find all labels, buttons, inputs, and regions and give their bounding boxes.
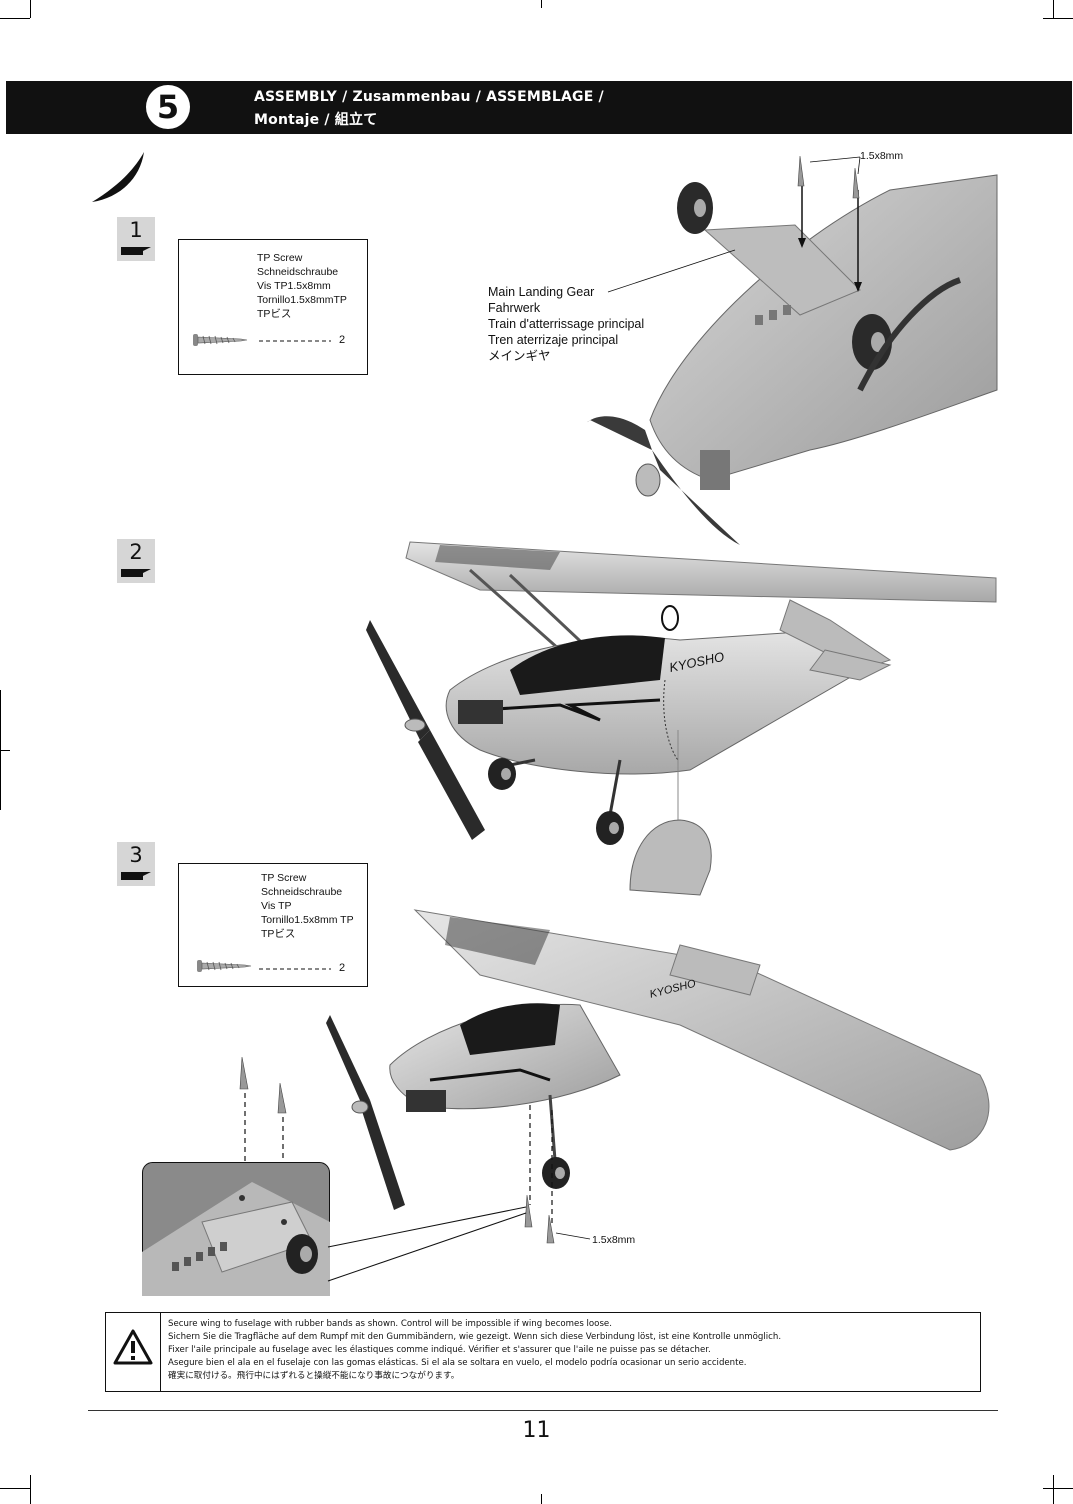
part-line: Vis TP <box>261 899 292 913</box>
section-header: 5 ASSEMBLY / Zusammenbau / ASSEMBLAGE / … <box>6 81 1072 134</box>
footer-rule <box>88 1410 998 1411</box>
step-1-badge: 1 <box>117 217 155 261</box>
crop-mark <box>541 0 542 8</box>
warning-icon-cell <box>106 1313 161 1391</box>
tp-screw-icon <box>197 958 253 974</box>
warning-line-es: Asegure bien el ala en el fuselaje con l… <box>168 1357 781 1370</box>
step-3-badge: 3 <box>117 842 155 886</box>
step-2-badge: 2 <box>117 539 155 583</box>
part-line: TPビス <box>257 307 291 321</box>
landing-gear-label: Train d'atterrissage principal <box>488 316 644 333</box>
pointing-hand-icon <box>121 247 143 255</box>
part-line: TP Screw <box>257 251 302 265</box>
parts-box-step-1: TP Screw Schneidschraube Vis TP1.5x8mm T… <box>178 239 368 375</box>
landing-gear-label: Tren aterrizaje principal <box>488 332 618 349</box>
step-number: 2 <box>117 539 155 565</box>
part-line: Schneidschraube <box>261 885 342 899</box>
crop-mark <box>541 1494 542 1504</box>
section-number-badge: 5 <box>146 85 190 129</box>
crop-mark <box>30 1475 31 1504</box>
warning-line-de: Sichern Sie die Tragfläche auf dem Rumpf… <box>168 1331 781 1344</box>
fuselage-underside-illustration <box>560 150 1000 560</box>
landing-gear-label: メインギヤ <box>488 348 551 365</box>
landing-gear-label: Fahrwerk <box>488 300 540 317</box>
crop-mark <box>0 1488 30 1489</box>
crescent-decoration-icon <box>88 148 148 206</box>
detail-inset-photo <box>142 1162 330 1296</box>
part-line: Vis TP1.5x8mm <box>257 279 331 293</box>
step-number: 1 <box>117 217 155 243</box>
crop-mark <box>0 18 30 19</box>
warning-triangle-icon <box>113 1329 153 1367</box>
dashed-leader <box>259 340 331 342</box>
part-line: Schneidschraube <box>257 265 338 279</box>
page-number: 11 <box>0 1418 1073 1443</box>
crop-mark <box>30 0 31 18</box>
warning-text: Secure wing to fuselage with rubber band… <box>168 1318 781 1383</box>
pointing-hand-icon <box>121 872 143 880</box>
part-line: TP Screw <box>261 871 306 885</box>
warning-box: Secure wing to fuselage with rubber band… <box>105 1312 981 1392</box>
airplane-strut-mounting-illustration: KYOSHO <box>320 905 1000 1245</box>
warning-line-fr: Fixer l'aile principale au fuselage avec… <box>168 1344 781 1357</box>
header-title-line2: Montaje / 組立て <box>254 109 377 129</box>
crop-mark <box>0 750 10 751</box>
part-line: TPビス <box>261 927 295 941</box>
airplane-wing-mounting-illustration: KYOSHO <box>360 530 1000 900</box>
landing-gear-label: Main Landing Gear <box>488 284 594 301</box>
screw-size-label: 1.5x8mm <box>860 150 903 162</box>
part-line: Tornillo1.5x8mmTP <box>257 293 347 307</box>
header-title-line1: ASSEMBLY / Zusammenbau / ASSEMBLAGE / <box>254 89 604 105</box>
crop-mark <box>1043 18 1073 19</box>
screw-size-label: 1.5x8mm <box>592 1234 635 1246</box>
crop-mark <box>1053 1475 1054 1504</box>
crop-mark <box>1053 0 1054 18</box>
inset-leader-lines <box>326 1205 532 1285</box>
crop-mark <box>1043 1488 1073 1489</box>
step-number: 3 <box>117 842 155 868</box>
part-quantity: 2 <box>339 334 345 346</box>
tp-screw-icon <box>193 332 249 348</box>
warning-line-ja: 確実に取付ける。飛行中にはずれると操縦不能になり事故につながります。 <box>168 1370 781 1383</box>
pointing-hand-icon <box>121 569 143 577</box>
warning-line-en: Secure wing to fuselage with rubber band… <box>168 1318 781 1331</box>
